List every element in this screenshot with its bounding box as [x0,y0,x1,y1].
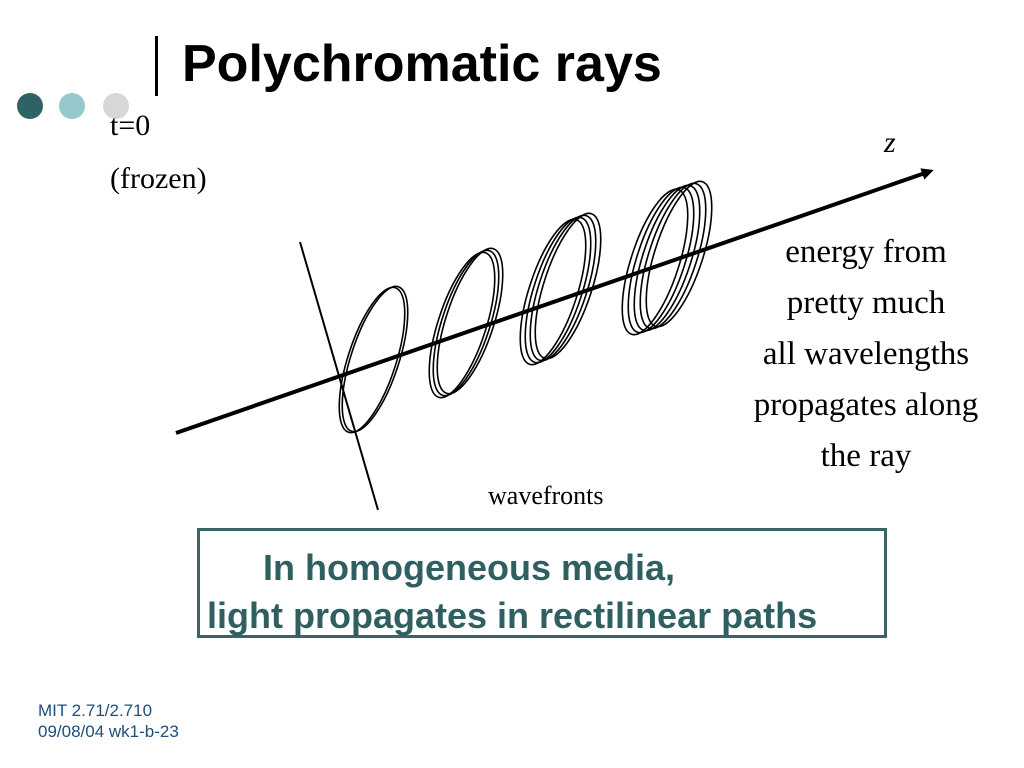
coil-1 [338,285,409,434]
energy-line-5: the ray [821,438,912,474]
dot-light [103,93,129,119]
slide-title: Polychromatic rays [182,35,662,93]
energy-line-3: all wavelengths [763,336,969,372]
footer-date-code: 09/08/04 wk1-b-23 [38,722,179,742]
dot-dark [17,93,43,119]
energy-line-4: propagates along [754,387,979,423]
slide-footer: MIT 2.71/2.710 09/08/04 wk1-b-23 [38,700,179,743]
note-line-2: light propagates in rectilinear paths [207,595,818,636]
coil-2 [428,247,504,399]
decorative-dots [17,93,129,119]
note-line-1: In homogeneous media, [263,547,676,588]
energy-line-1: energy from [785,234,947,270]
energy-description: energy from pretty much all wavelengths … [754,234,979,474]
frozen-label: (frozen) [110,162,207,195]
z-axis-label: z [883,126,896,159]
time-label: t=0 [110,109,150,142]
wavefronts-label: wavefronts [488,481,604,510]
energy-line-2: pretty much [787,285,946,321]
coil-3 [519,212,602,366]
footer-course: MIT 2.71/2.710 [38,701,153,720]
dot-mid [59,93,85,119]
wave-coils [338,180,713,434]
coil-4 [621,180,713,336]
title-divider [155,36,158,96]
note-box [197,528,887,638]
ray-arrow [175,168,934,435]
